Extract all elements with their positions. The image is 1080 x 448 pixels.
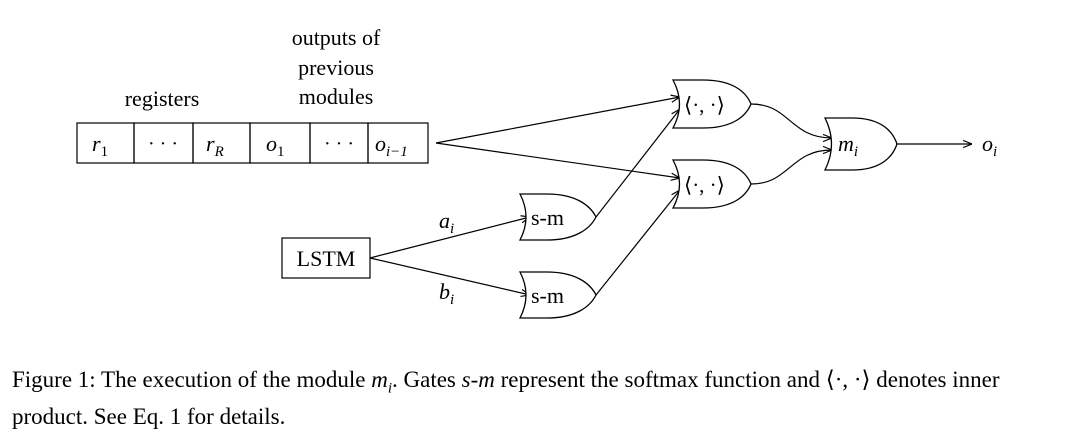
memory-cell-oi1 bbox=[367, 122, 429, 164]
inner-product-gate-top-shape bbox=[671, 79, 752, 129]
edge-lstm-to-sm-a bbox=[369, 217, 530, 259]
edge-label-a: ai bbox=[439, 208, 454, 237]
registers-label: registers bbox=[125, 86, 200, 111]
caption-figure-number: Figure 1: bbox=[12, 367, 96, 392]
inner-product-gate-top-label: ⟨·, ·⟩ bbox=[684, 93, 725, 117]
connections bbox=[369, 97, 972, 296]
edge-sm-top-to-ip-bottom bbox=[595, 109, 680, 218]
figure-caption: Figure 1: The execution of the module mi… bbox=[12, 366, 1072, 431]
gates bbox=[518, 79, 898, 319]
softmax-gate-top-shape bbox=[518, 193, 597, 241]
module-gate-label: mi bbox=[838, 131, 858, 160]
softmax-gate-top-label: s-m bbox=[531, 205, 564, 230]
inner-product-gate-bottom-label: ⟨·, ·⟩ bbox=[684, 173, 725, 197]
lstm-label: LSTM bbox=[297, 246, 356, 271]
outputs-label-line3: modules bbox=[299, 84, 374, 109]
memory-array bbox=[76, 122, 429, 164]
memory-cell-o1-label: o1 bbox=[266, 131, 285, 160]
memory-cell-oi1-label: oi−1 bbox=[375, 131, 408, 160]
outputs-label-line1: outputs of bbox=[292, 25, 381, 50]
outputs-label-line2: previous bbox=[298, 55, 374, 80]
memory-cell-r1-label: r1 bbox=[92, 131, 108, 160]
memory-cell-rR-label: rR bbox=[206, 131, 224, 160]
caption-softmax-symbol: s-m bbox=[461, 367, 495, 392]
edge-ip-top-to-module bbox=[750, 103, 832, 138]
edge-lstm-to-sm-b bbox=[369, 257, 530, 295]
edge-memory-to-ip-bottom bbox=[435, 142, 680, 178]
caption-inner-product-symbol: ⟨·, ·⟩ bbox=[825, 367, 871, 392]
caption-module-symbol: mi bbox=[371, 367, 393, 397]
softmax-gate-bottom-shape bbox=[518, 271, 597, 319]
module-gate-shape bbox=[823, 117, 898, 171]
edge-ip-bottom-to-module bbox=[750, 150, 832, 185]
caption-text-2: . Gates bbox=[392, 367, 456, 392]
edge-label-b: bi bbox=[439, 279, 454, 308]
caption-text-4: denotes inner product. See Eq. 1 for det… bbox=[12, 367, 1000, 429]
softmax-gate-bottom-label: s-m bbox=[531, 283, 564, 308]
memory-cell-dots1-label: · · · bbox=[148, 133, 178, 155]
output-label: oi bbox=[982, 131, 997, 160]
edge-memory-to-ip-top bbox=[435, 97, 680, 144]
edge-sm-bottom-to-ip-bottom bbox=[595, 190, 680, 296]
caption-text-1: The execution of the module bbox=[101, 367, 366, 392]
inner-product-gate-bottom-shape bbox=[671, 159, 752, 209]
caption-text-3: represent the softmax function and bbox=[500, 367, 820, 392]
memory-cell-dots2-label: · · · bbox=[324, 133, 354, 155]
